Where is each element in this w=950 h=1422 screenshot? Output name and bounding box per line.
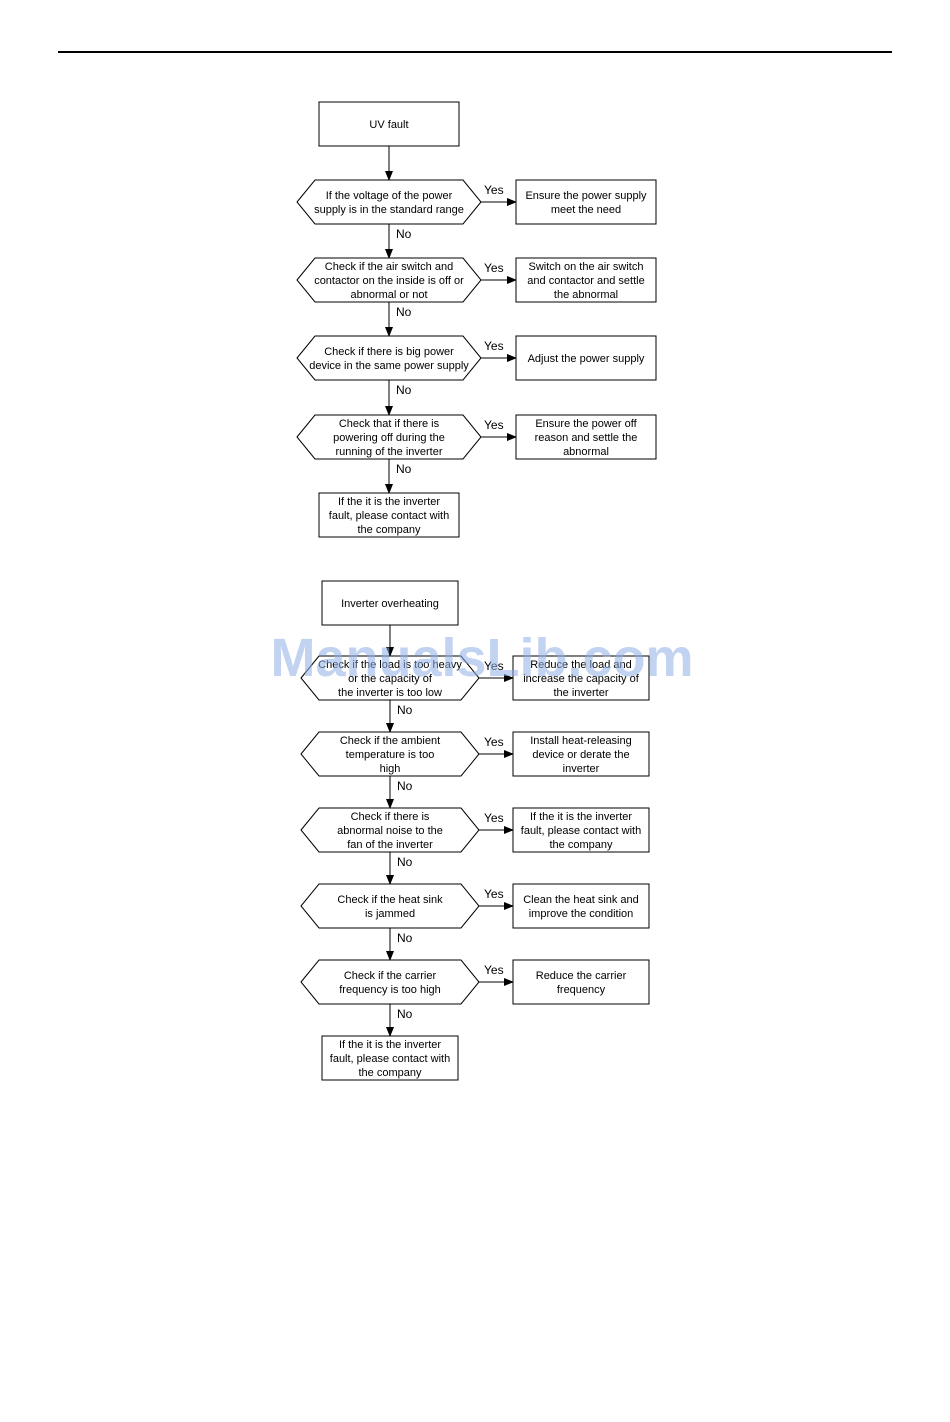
action-box bbox=[512, 655, 650, 701]
yes-label: Yes bbox=[484, 261, 504, 275]
decision-diamond bbox=[300, 883, 480, 929]
end-box bbox=[321, 1035, 459, 1081]
no-label: No bbox=[396, 305, 412, 319]
action-box bbox=[515, 335, 657, 381]
start-label: UV fault bbox=[369, 119, 408, 131]
yes-label: Yes bbox=[484, 183, 504, 197]
no-label: No bbox=[397, 1007, 413, 1021]
start-label: Inverter overheating bbox=[341, 598, 439, 610]
action-box bbox=[515, 257, 657, 303]
start-box bbox=[321, 580, 459, 626]
no-label: No bbox=[397, 703, 413, 717]
decision-diamond bbox=[296, 179, 482, 225]
action-box bbox=[515, 179, 657, 225]
yes-label: Yes bbox=[484, 963, 504, 977]
decision-diamond bbox=[296, 335, 482, 381]
no-label: No bbox=[397, 855, 413, 869]
action-box bbox=[512, 959, 650, 1005]
yes-label: Yes bbox=[484, 339, 504, 353]
no-label: No bbox=[396, 227, 412, 241]
action-box bbox=[512, 731, 650, 777]
decision-diamond bbox=[300, 959, 480, 1005]
yes-label: Yes bbox=[484, 811, 504, 825]
watermark-text: ManualsLib.com bbox=[270, 628, 693, 688]
action-box bbox=[515, 414, 657, 460]
no-label: No bbox=[397, 779, 413, 793]
action-box bbox=[512, 883, 650, 929]
yes-label: Yes bbox=[484, 887, 504, 901]
no-label: No bbox=[396, 462, 412, 476]
no-label: No bbox=[396, 383, 412, 397]
yes-label: Yes bbox=[484, 659, 504, 673]
no-label: No bbox=[397, 931, 413, 945]
end-box bbox=[318, 492, 460, 538]
yes-label: Yes bbox=[484, 735, 504, 749]
action-box bbox=[512, 807, 650, 853]
action-text: Adjust the power supply bbox=[528, 353, 645, 365]
yes-label: Yes bbox=[484, 418, 504, 432]
